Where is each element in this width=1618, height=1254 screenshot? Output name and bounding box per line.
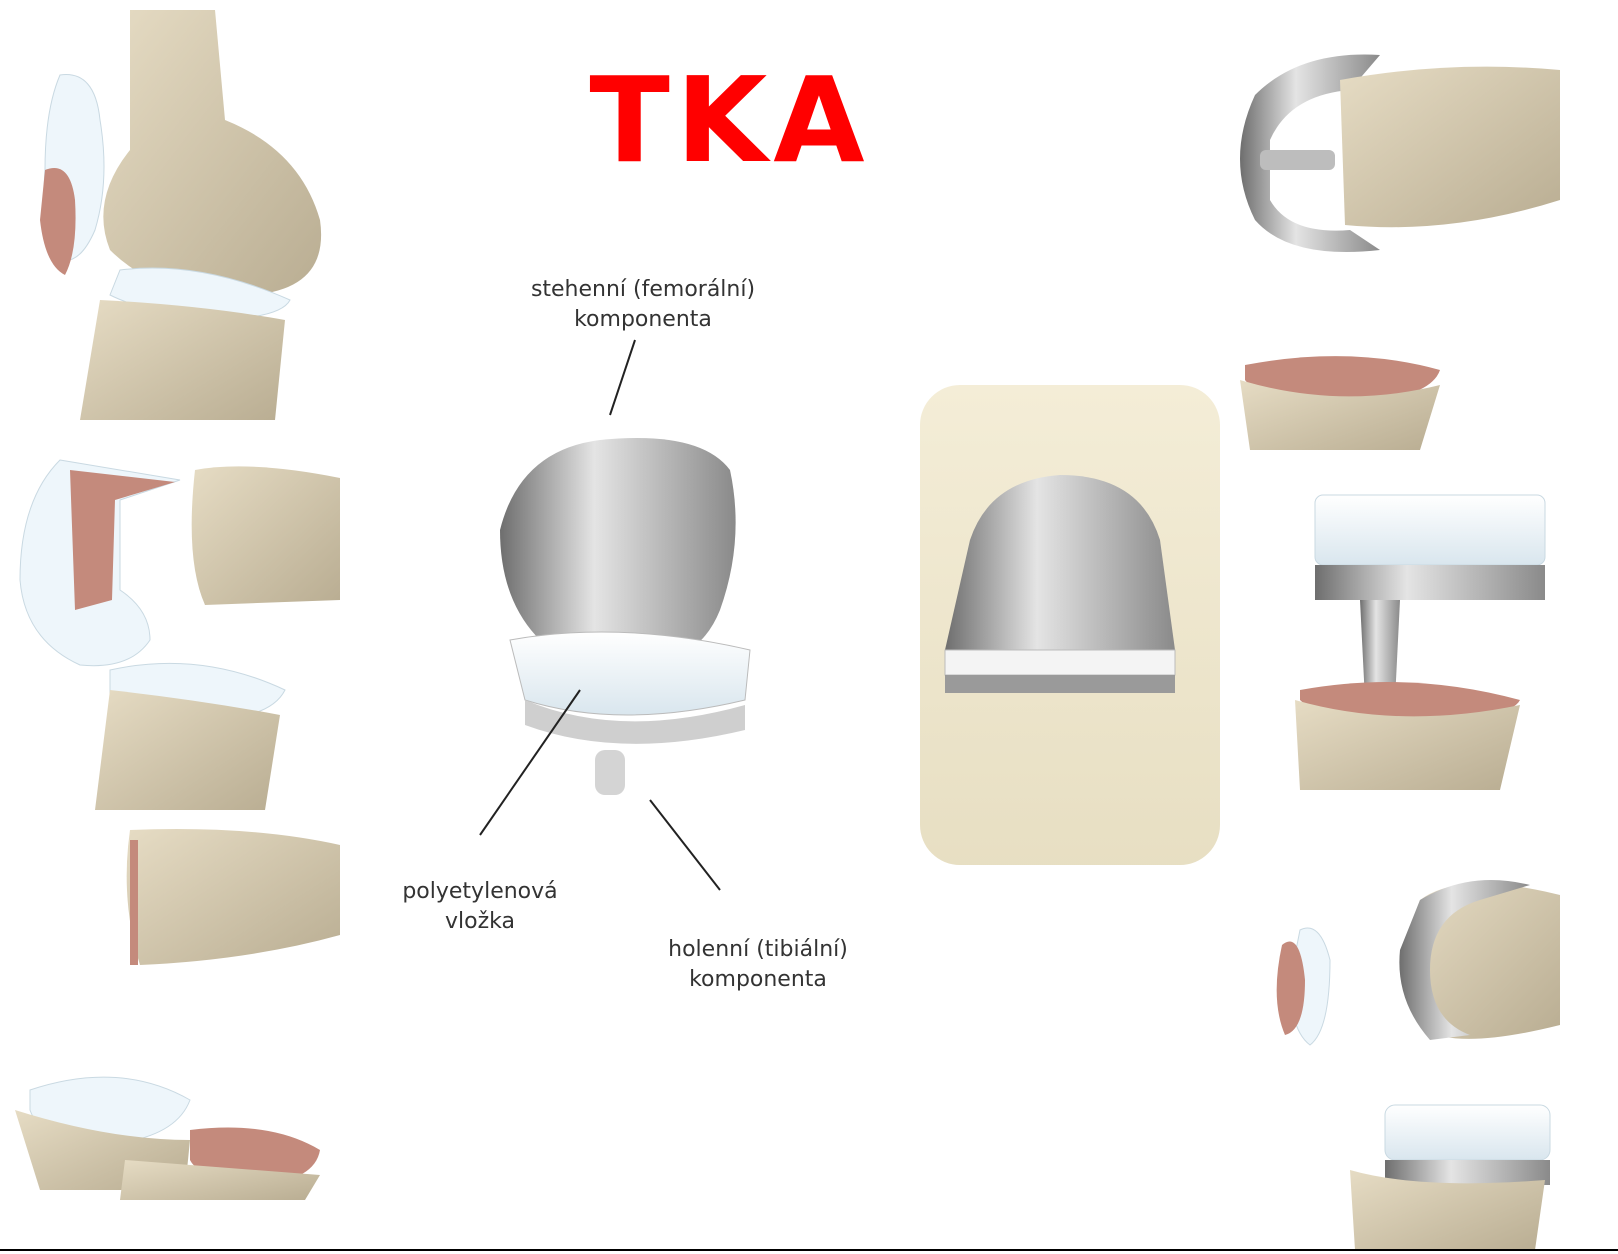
implanted-knee-illustration — [920, 385, 1220, 865]
right-patella-panel — [1277, 880, 1560, 1045]
insert-label-line-1: polyetylenová — [380, 877, 580, 907]
implanted-poly-insert — [945, 650, 1175, 675]
implanted-tibial-tray — [945, 675, 1175, 693]
femoral-cut-block — [70, 470, 175, 610]
right-femoral-component-panel — [1240, 55, 1560, 253]
tibial-component-label: holenní (tibiální) komponenta — [638, 935, 878, 995]
poly-insert-top — [1385, 1105, 1550, 1160]
femur-bone-3 — [127, 829, 340, 965]
femur-cut-edge — [130, 840, 138, 965]
femoral-component-label: stehenní (femorální) komponenta — [508, 275, 778, 335]
poly-insert-block — [1315, 495, 1545, 565]
patella-cut-surface — [40, 168, 76, 275]
knee-implant-illustration — [480, 340, 750, 890]
tibial-label-line-2: komponenta — [638, 965, 878, 995]
femoral-leader-line — [610, 340, 635, 415]
tibial-leader-line — [650, 800, 720, 890]
right-tibial-component-panel — [1295, 495, 1545, 790]
tibia-bone — [80, 300, 285, 420]
tibial-stem — [595, 750, 625, 795]
femoral-component — [500, 438, 736, 660]
right-tibial-cut-panel — [1240, 356, 1440, 450]
poly-insert-label: polyetylenová vložka — [380, 877, 580, 937]
left-knee-anatomy-panel — [40, 10, 321, 420]
femoral-label-line-1: stehenní (femorální) — [508, 275, 778, 305]
femur-bone-right — [1340, 67, 1560, 228]
tibial-tray-plate — [1315, 565, 1545, 600]
bottom-divider — [0, 1249, 1618, 1251]
left-femoral-cut-panel — [20, 460, 340, 965]
femoral-label-line-2: komponenta — [508, 305, 778, 335]
right-tibia-assembly-panel — [1350, 1105, 1550, 1250]
left-tibia-cut-panel — [15, 1077, 320, 1200]
insert-label-line-2: vložka — [380, 907, 580, 937]
femoral-peg — [1260, 150, 1335, 170]
polyethylene-insert — [510, 632, 750, 715]
femur-cut-bone — [192, 466, 340, 605]
page-title: TKA — [560, 40, 900, 200]
femur-bone — [103, 10, 321, 295]
tibial-label-line-1: holenní (tibiální) — [638, 935, 878, 965]
